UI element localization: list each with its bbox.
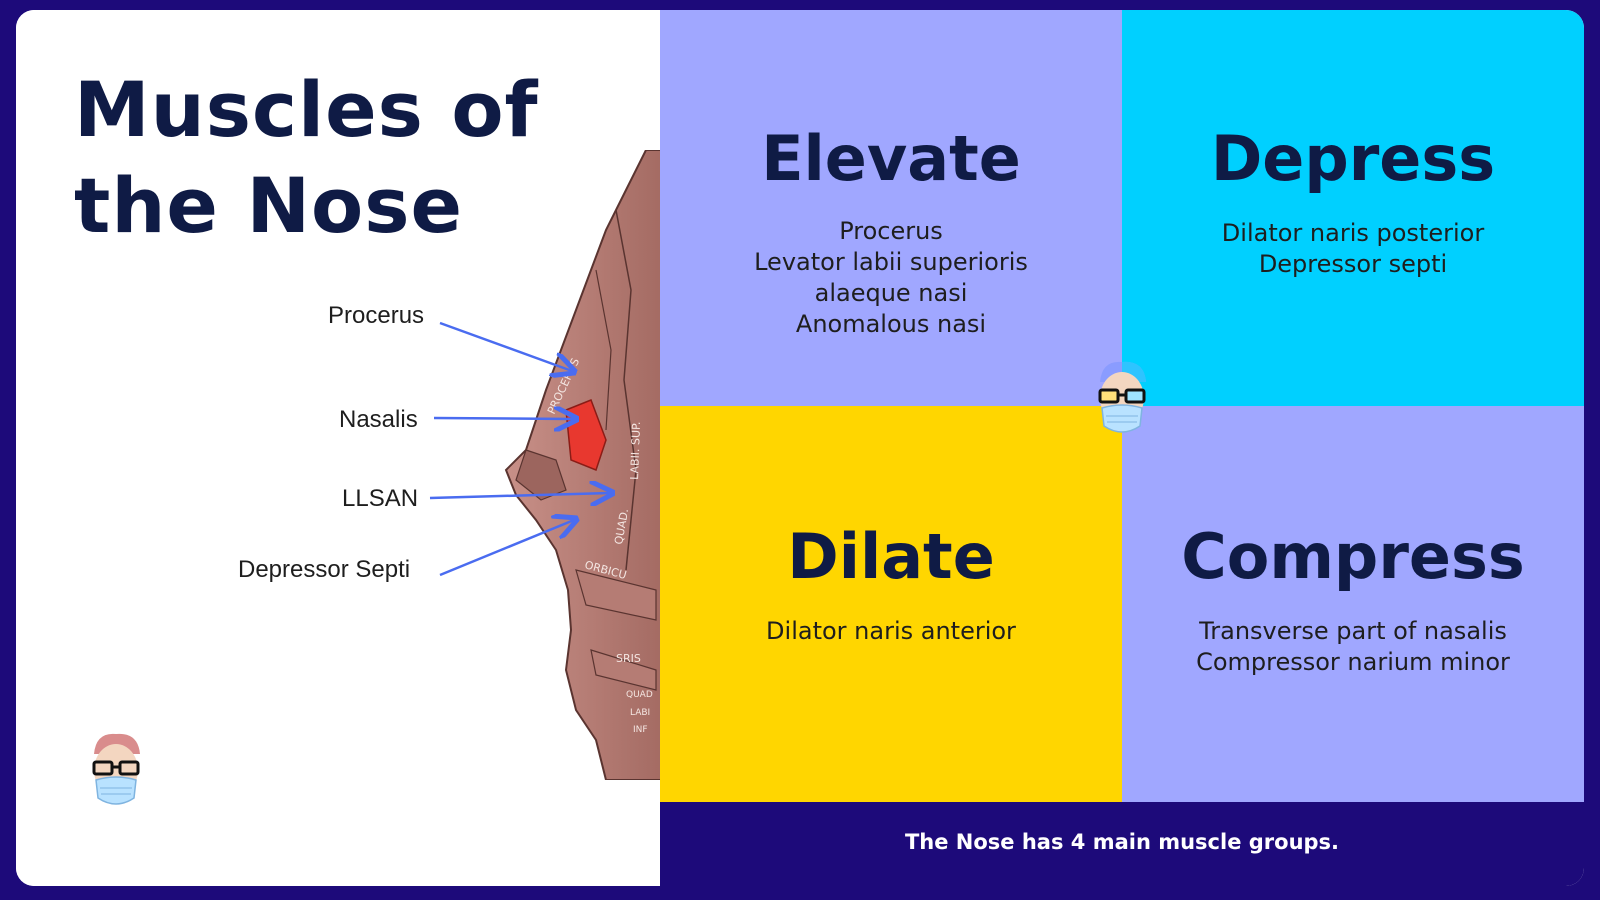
elevate-item: alaeque nasi <box>814 279 968 307</box>
quadrant-depress: Depress Dilator naris posterior Depresso… <box>1122 10 1584 406</box>
list-depress: Dilator naris posterior Depressor septi <box>1122 218 1584 280</box>
footer-text: The Nose has 4 main muscle groups. <box>904 830 1340 854</box>
label-nasalis: Nasalis <box>339 406 418 433</box>
heading-compress: Compress <box>1181 520 1525 593</box>
slide-title: Muscles of the Nose <box>74 62 594 254</box>
arrow-llsan <box>429 493 610 498</box>
list-elevate: Procerus Levator labii superioris alaequ… <box>660 216 1122 340</box>
title-line-2: the Nose <box>74 161 464 250</box>
illus-label-labii: LABII. SUP. <box>628 421 643 480</box>
arrow-procerus <box>439 321 572 371</box>
heading-depress: Depress <box>1210 122 1496 195</box>
slide-card: Muscles of the Nose PROCERUS <box>16 10 1584 886</box>
label-llsan: LLSAN <box>342 485 419 512</box>
illus-label-inf: INF <box>633 725 648 735</box>
illus-label-labi2: LABI <box>630 708 650 718</box>
heading-elevate: Elevate <box>761 122 1021 195</box>
list-dilate: Dilator naris anterior <box>660 616 1122 647</box>
compress-item: Transverse part of nasalis <box>1199 617 1507 645</box>
label-procerus: Procerus <box>328 302 425 329</box>
footer-banner: The Nose has 4 main muscle groups. <box>660 802 1584 886</box>
compress-item: Compressor narium minor <box>1196 648 1510 676</box>
depress-item: Depressor septi <box>1258 250 1448 278</box>
elevate-item: Anomalous nasi <box>795 310 987 338</box>
illus-label-quad2: QUAD <box>626 690 653 700</box>
elevate-item: Procerus <box>839 217 943 245</box>
heading-dilate: Dilate <box>787 520 995 593</box>
title-line-1: Muscles of <box>74 65 539 154</box>
list-compress: Transverse part of nasalis Compressor na… <box>1122 616 1584 678</box>
avatar <box>92 733 140 805</box>
pointer-arrows <box>429 321 660 577</box>
center-avatar <box>1098 361 1146 433</box>
label-depressor-septi: Depressor Septi <box>238 556 411 583</box>
illus-label-lower: SRIS <box>616 652 641 665</box>
quadrant-dilate: Dilate Dilator naris anterior <box>660 406 1122 802</box>
elevate-item: Levator labii superioris <box>754 248 1028 276</box>
muscle-groups-grid: Elevate Procerus Levator labii superiori… <box>660 10 1584 886</box>
nose-anatomy-illustration: PROCERUS LABII. SUP. QUAD. ORBICU SRIS Q… <box>504 150 662 780</box>
quadrant-elevate: Elevate Procerus Levator labii superiori… <box>660 10 1122 406</box>
dilate-item: Dilator naris anterior <box>766 617 1016 645</box>
left-panel: Muscles of the Nose PROCERUS <box>16 10 662 886</box>
quadrant-compress: Compress Transverse part of nasalis Comp… <box>1122 406 1584 802</box>
illus-label-quad: QUAD. <box>612 508 631 546</box>
arrow-depressor-septi <box>439 520 574 577</box>
arrow-nasalis <box>433 418 574 419</box>
depress-item: Dilator naris posterior <box>1221 219 1485 247</box>
